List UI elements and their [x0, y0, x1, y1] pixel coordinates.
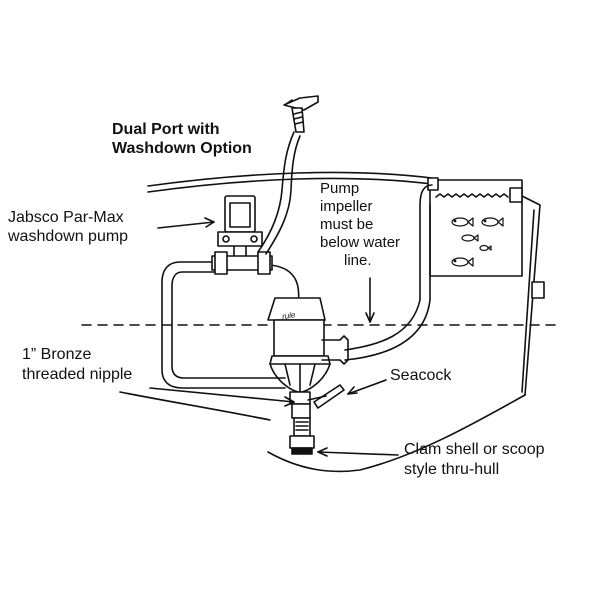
hull-inner-side	[521, 209, 535, 393]
hull-side-line	[519, 194, 541, 396]
label-thruhull-line-2: style thru-hull	[404, 461, 500, 478]
fish-icon	[479, 244, 492, 252]
label-pump-line-2: washdown pump	[8, 228, 129, 245]
label-seacock-text: Seacock	[390, 367, 452, 384]
arrow-head-seacock	[347, 386, 358, 395]
arrow-head-thruhull	[317, 447, 328, 457]
thru-hull-fitting	[291, 447, 313, 455]
label-nipple-line-1: 1” Bronze	[22, 346, 92, 363]
arrow-thruhull	[317, 451, 399, 456]
spray-nozzle-icon	[283, 95, 319, 133]
label-seacock: Seacock	[390, 367, 451, 385]
washdown-hose	[257, 131, 295, 253]
label-washdown-pump: Jabsco Par-Max washdown pump	[8, 208, 128, 246]
fish-icon	[451, 217, 474, 227]
hull-bottom-line	[119, 391, 271, 421]
washdown-loop-hose	[161, 261, 286, 389]
washdown-pump-body	[211, 195, 273, 275]
label-thruhull-line-1: Clam shell or scoop	[404, 441, 545, 458]
livewell-supply-hose	[344, 184, 433, 351]
fish-icon	[461, 234, 479, 242]
fish-icon	[481, 217, 504, 227]
title-line-1: Dual Port with	[112, 121, 220, 138]
callout-arrows	[149, 217, 399, 457]
seacock-valve	[289, 384, 345, 419]
label-nipple-line-2: threaded nipple	[22, 366, 133, 383]
arrow-seacock	[347, 379, 387, 395]
arrow-head-nipple	[284, 396, 295, 407]
label-pump-line-1: Jabsco Par-Max	[8, 209, 124, 226]
fish-icon	[451, 257, 474, 267]
diagram-title: Dual Port with Washdown Option	[112, 120, 252, 158]
seacock-pump-assembly	[267, 297, 349, 393]
fish-group	[451, 217, 504, 267]
washdown-hose-inner	[265, 135, 301, 255]
hull-keel-line	[267, 394, 526, 473]
arrow-pump	[157, 221, 215, 229]
livewell-tank	[427, 177, 523, 277]
deck-line	[147, 171, 433, 193]
label-pump-impeller: Pump impeller must be below water line.	[320, 180, 400, 270]
arrow-head-pump	[204, 217, 215, 228]
brand-mark: rule	[282, 310, 297, 321]
label-thru-hull: Clam shell or scoop style thru-hull	[404, 440, 545, 480]
label-impeller-line-4: below water	[320, 234, 401, 251]
arrow-nipple	[149, 387, 295, 403]
label-bronze-nipple: 1” Bronze threaded nipple	[22, 345, 132, 385]
threaded-nipple	[289, 417, 315, 449]
livewell-supply-hose-inner	[344, 204, 431, 361]
label-impeller-line-2: impeller	[320, 198, 373, 215]
title-line-2: Washdown Option	[112, 140, 252, 157]
label-impeller-line-1: Pump	[320, 180, 360, 197]
overflow-fitting	[531, 281, 545, 299]
arrow-head-impeller	[365, 312, 375, 323]
washdown-loop-hose-inner	[171, 271, 286, 379]
label-impeller-line-5: line.	[344, 252, 372, 269]
label-impeller-line-3: must be	[320, 216, 374, 233]
